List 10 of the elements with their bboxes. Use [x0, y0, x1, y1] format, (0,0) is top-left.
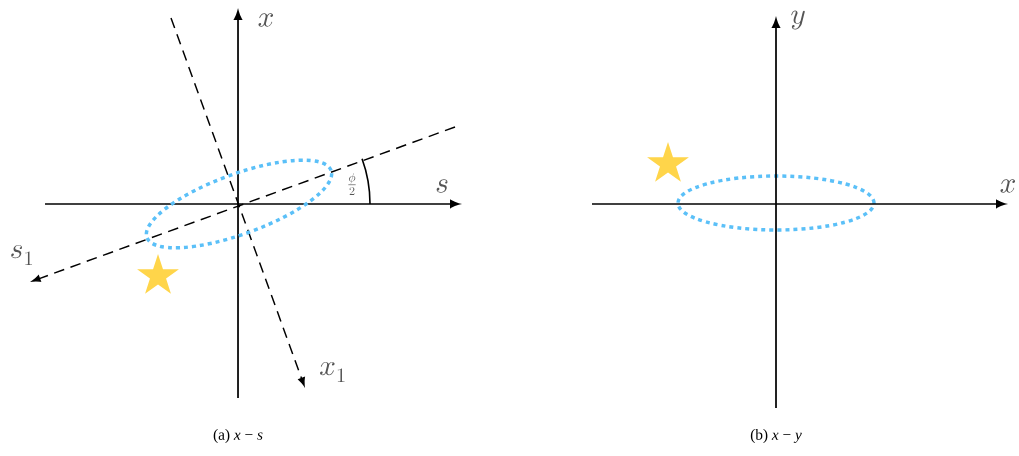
dotted-ellipse: [676, 174, 876, 232]
angle-label: $\frac{\phi}{2}$: [348, 172, 356, 195]
axis-label: $y$: [791, 10, 805, 30]
caption-text: (a) x − s: [213, 429, 263, 443]
axis-label: $s$: [436, 179, 448, 193]
axis-label: $x_1$: [320, 361, 345, 383]
axis-label: $x$: [1000, 179, 1016, 193]
caption-text: (b) x − y: [750, 429, 802, 443]
axis-label: $x$: [258, 13, 274, 27]
axis-label: $s_1$: [11, 244, 32, 266]
